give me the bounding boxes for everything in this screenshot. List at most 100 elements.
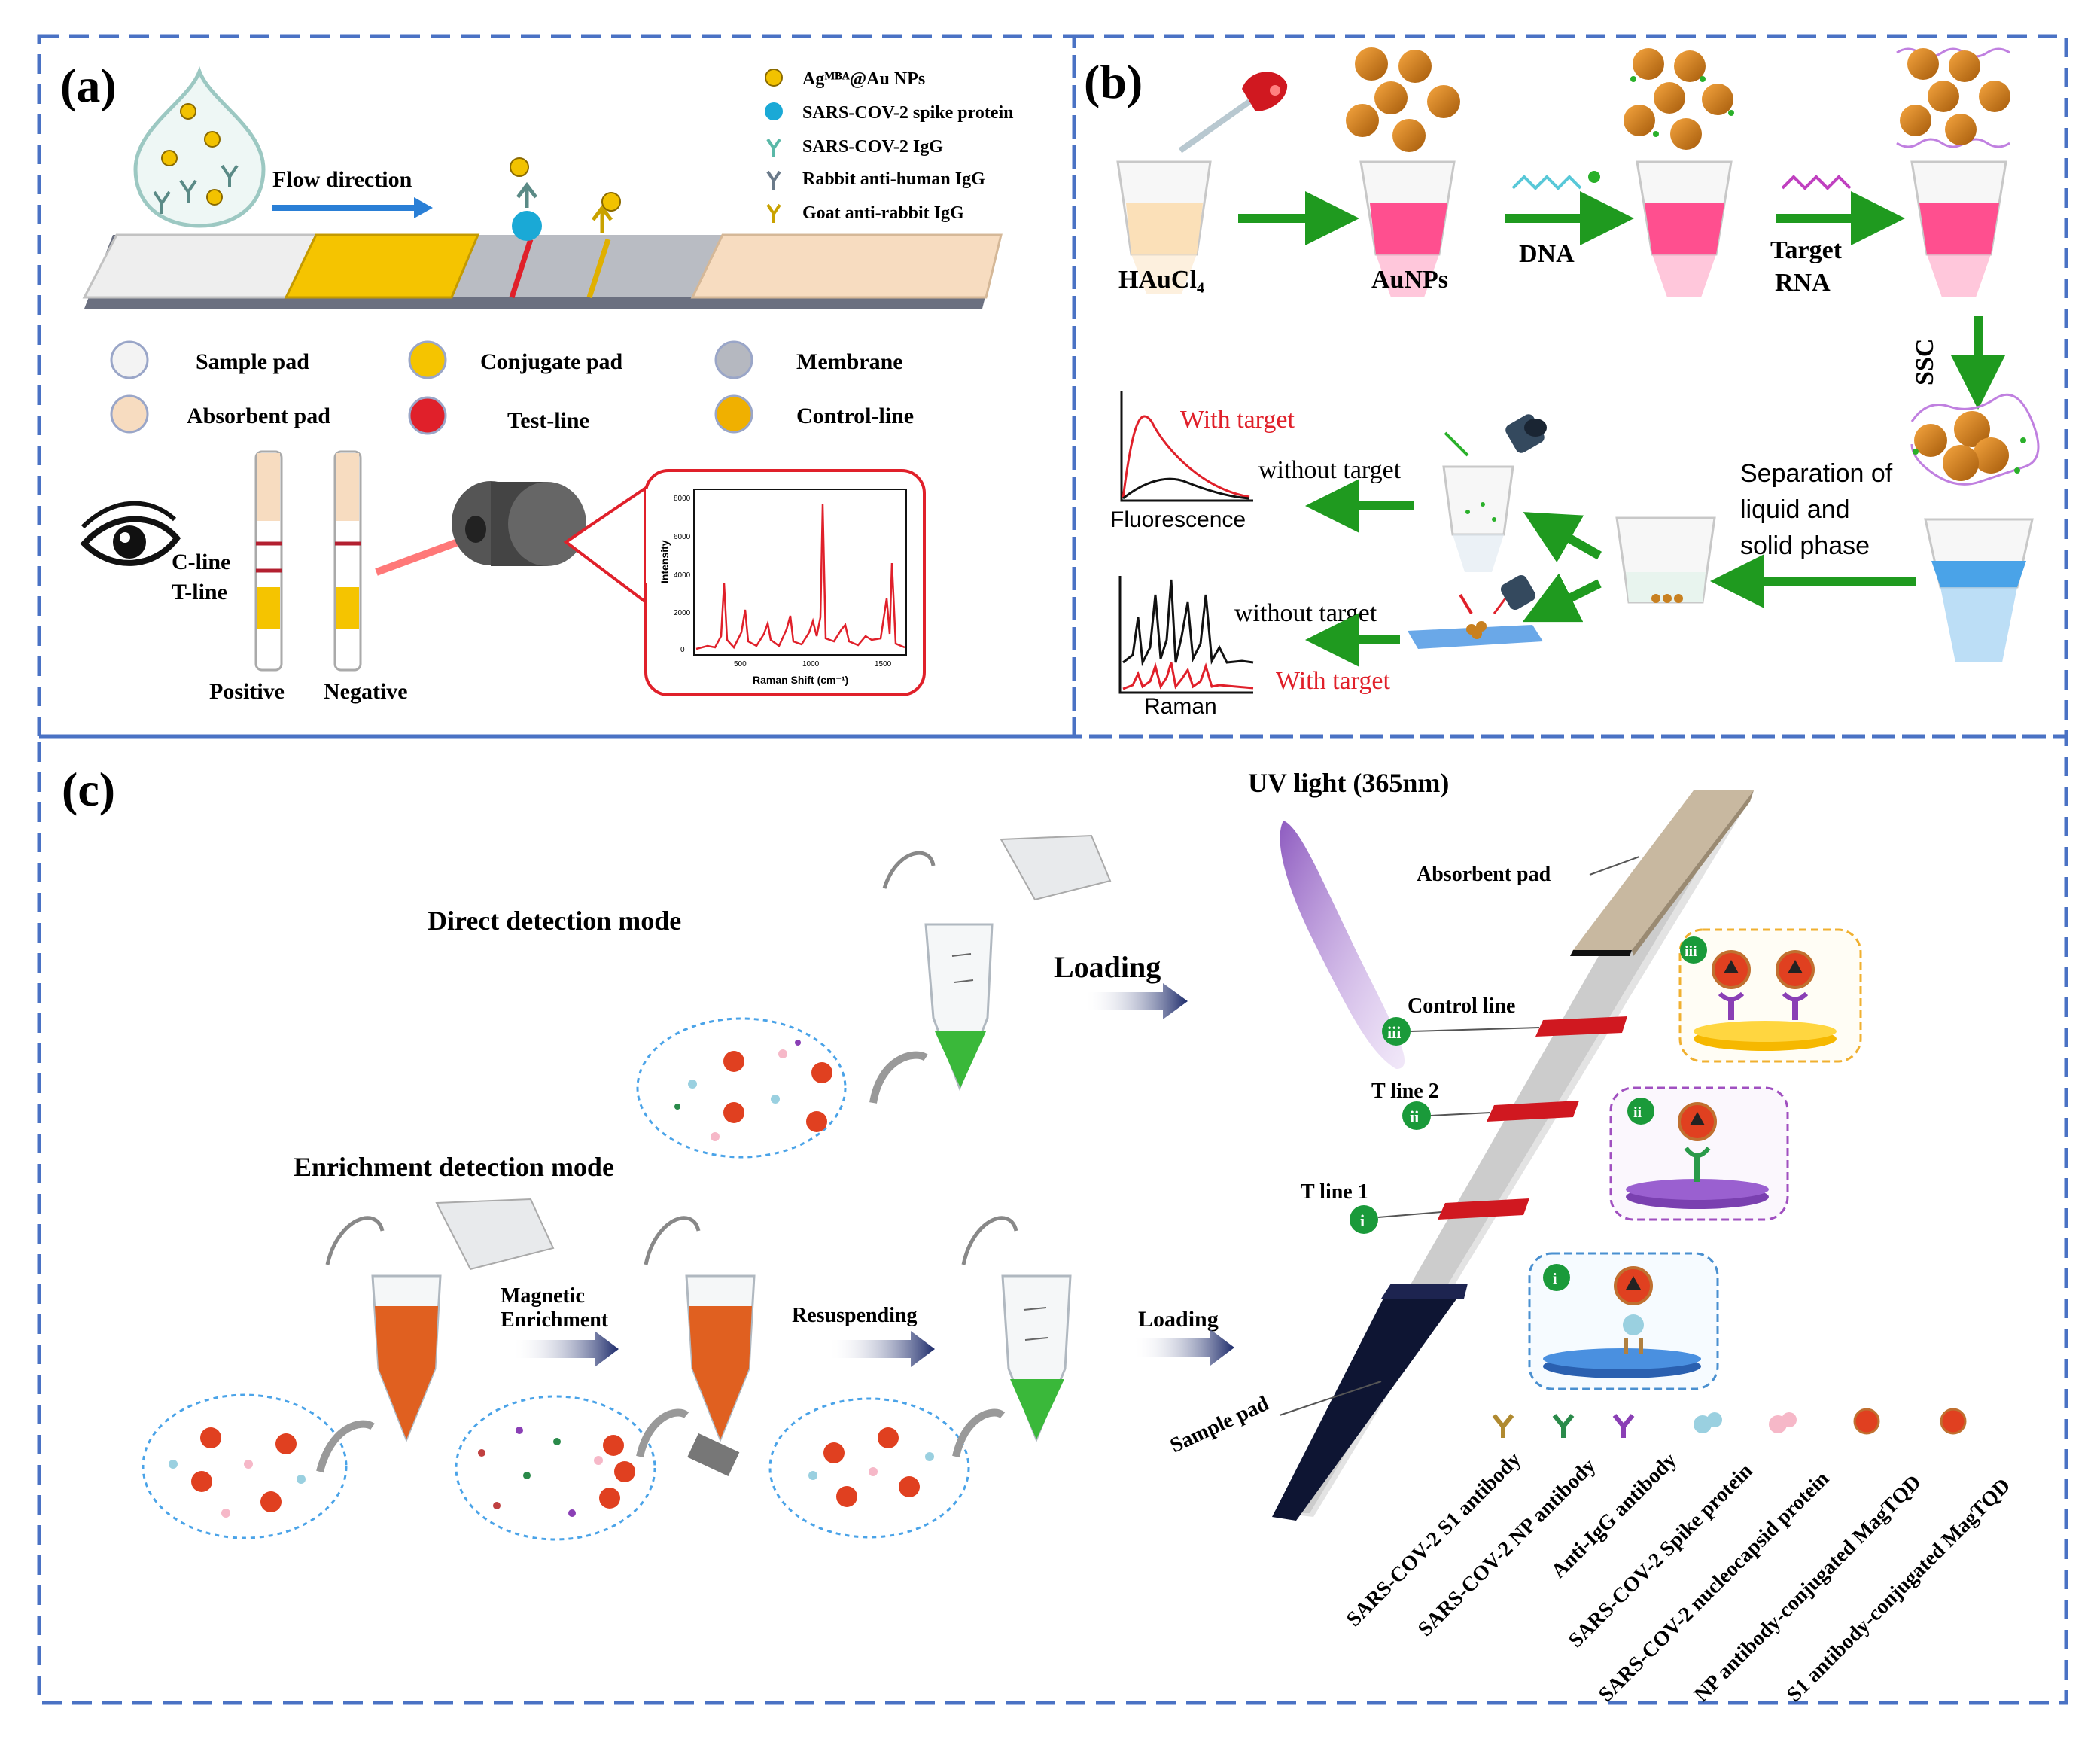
beaker-aunps xyxy=(1359,160,1456,297)
svg-text:ii: ii xyxy=(1633,1104,1642,1121)
beaker-blue xyxy=(1924,518,2034,662)
spectrum-ytick: 8000 xyxy=(674,495,691,503)
strip-absorbent-pad xyxy=(690,233,1003,299)
t-line-2-label: T line 2 xyxy=(1371,1080,1439,1103)
raman-spectrum-line xyxy=(695,504,905,650)
beaker-separated xyxy=(1615,516,1716,604)
arrow-up-left xyxy=(1523,512,1602,563)
loading-arrow-enrich xyxy=(1133,1329,1234,1366)
roman-ii: ii xyxy=(1410,1107,1419,1126)
lateral-flow-strip xyxy=(82,157,1003,309)
spectrum-xlabel: Raman Shift (cm⁻¹) xyxy=(753,674,848,686)
sample-droplet xyxy=(133,65,266,228)
direct-tube xyxy=(882,834,1112,1092)
control-line-label: Control line xyxy=(1408,994,1515,1018)
raman-detector-icon xyxy=(375,481,586,576)
panel-a-mid-legend: Sample pad Conjugate pad Membrane Absorb… xyxy=(110,340,914,435)
resuspend-arrow xyxy=(828,1331,935,1367)
enrichment-bubble-3 xyxy=(768,1397,970,1539)
spectrum-ytick: 2000 xyxy=(674,609,691,617)
target-label-1: Target xyxy=(1770,236,1843,264)
uv-light-beam xyxy=(1280,821,1405,1069)
direct-sample-bubble xyxy=(636,1017,847,1159)
roman-iii: iii xyxy=(1387,1023,1401,1042)
gold-nanoparticles-1 xyxy=(1346,47,1460,152)
enrichment-tube-1 xyxy=(325,1198,555,1443)
spectrum-xtick: 1000 xyxy=(802,660,820,668)
t-line-2-band xyxy=(1487,1101,1579,1122)
legend-test-line: Test-line xyxy=(507,408,589,433)
legend-control-line: Control-line xyxy=(796,404,914,428)
target-label-2: RNA xyxy=(1775,269,1831,297)
separation-label-2: liquid and xyxy=(1740,495,1850,524)
enrichment-curve-2 xyxy=(636,1408,689,1458)
t-line-1-band xyxy=(1438,1198,1529,1220)
pipette-icon xyxy=(1178,72,1288,154)
roman-badge-i xyxy=(1350,1205,1378,1234)
fluorescence-mini-chart xyxy=(1120,391,1253,502)
beaker-dna xyxy=(1636,160,1733,297)
aunps-label: AuNPs xyxy=(1371,266,1448,294)
with-target-raman-label: With target xyxy=(1276,667,1390,695)
panel-a-top-legend: Agᴹᴮᴬ@Au NPs SARS-COV-2 spike protein SA… xyxy=(765,69,1013,223)
dna-strand-icon xyxy=(1511,175,1582,190)
legend-goat-anti-rabbit: Goat anti-rabbit IgG xyxy=(802,203,964,223)
loading-label-enrich: Loading xyxy=(1138,1307,1219,1332)
enrichment-tube-3 xyxy=(961,1216,1072,1443)
enrichment-bubble-2 xyxy=(455,1395,656,1541)
beaker-rna xyxy=(1910,160,2007,297)
strip-sample-pad-c xyxy=(1272,1284,1468,1521)
enrichment-curve-3 xyxy=(952,1408,1006,1458)
legend-agmba-au: Agᴹᴮᴬ@Au NPs xyxy=(802,69,925,89)
negative-label: Negative xyxy=(324,679,408,704)
inset-i: i xyxy=(1528,1252,1719,1390)
magnetic-label-1: Magnetic xyxy=(501,1284,585,1308)
roman-badge-ii xyxy=(1402,1101,1431,1130)
direct-curved-arrow xyxy=(869,1051,928,1104)
inset-iii: iii xyxy=(1678,928,1862,1063)
separation-label-1: Separation of xyxy=(1740,459,1893,488)
absorbent-pad-label: Absorbent pad xyxy=(1417,863,1551,886)
enrichment-mode-label: Enrichment detection mode xyxy=(294,1152,614,1182)
positive-strip xyxy=(254,450,283,672)
raman-label: Raman xyxy=(1144,694,1217,719)
ssc-label: SSC xyxy=(1911,339,1939,385)
flow-direction-label: Flow direction xyxy=(272,167,412,192)
beaker-fluorescence xyxy=(1442,414,1547,572)
rna-strand-icon xyxy=(1781,175,1852,190)
eye-icon xyxy=(80,501,181,566)
spectrum-ytick: 6000 xyxy=(674,533,691,541)
loading-arrow-direct xyxy=(1084,983,1188,1019)
control-line-band xyxy=(1535,1016,1627,1037)
legend-rabbit-anti-human: Rabbit anti-human IgG xyxy=(802,169,985,189)
spectrum-xtick: 500 xyxy=(734,660,747,668)
spectrum-ylabel: Intensity xyxy=(659,540,671,583)
gold-nanoparticles-2 xyxy=(1624,48,1734,150)
panel-b-border xyxy=(1072,34,2068,739)
separation-label-3: solid phase xyxy=(1740,531,1870,560)
panel-b-label: (b) xyxy=(1084,55,1143,108)
without-target-fluor-label: without target xyxy=(1258,456,1402,484)
uv-light-label: UV light (365nm) xyxy=(1248,768,1449,798)
t-line-1-label: T line 1 xyxy=(1301,1180,1368,1204)
magnetic-label-2: Enrichment xyxy=(501,1308,609,1332)
magnetic-arrow xyxy=(512,1331,619,1367)
flow-direction-arrow xyxy=(272,197,433,218)
panel-a-border xyxy=(37,34,1076,739)
sample-pad-label: Sample pad xyxy=(1167,1392,1273,1458)
aggregated-nanoparticles xyxy=(1910,393,2040,486)
spectrum-xtick: 1500 xyxy=(875,660,892,668)
spectrum-plot-area xyxy=(693,489,907,656)
enrichment-curve-1 xyxy=(316,1420,375,1473)
dna-label: DNA xyxy=(1519,240,1575,268)
resuspending-label: Resuspending xyxy=(792,1304,918,1327)
t-line-label: T-line xyxy=(172,580,227,605)
loading-label-direct: Loading xyxy=(1054,950,1161,984)
strip-conjugate-pad xyxy=(284,233,480,299)
raman-mini-chart xyxy=(1118,576,1254,694)
roman-i: i xyxy=(1360,1211,1365,1230)
fluorescence-label: Fluorescence xyxy=(1110,507,1246,532)
legend-sample-pad: Sample pad xyxy=(196,349,309,374)
